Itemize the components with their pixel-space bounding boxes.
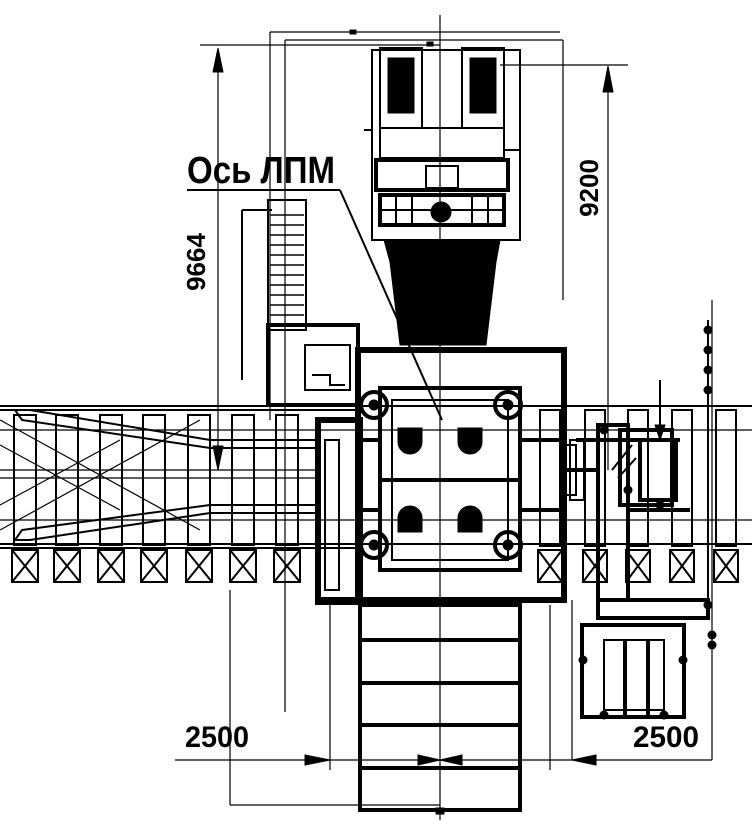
roller-supports-right xyxy=(537,409,739,583)
dimension-2500-left-label: 2500 xyxy=(185,721,249,754)
dimension-9200: 9200 xyxy=(574,65,614,470)
top-dimension-frame xyxy=(200,29,628,66)
main-stand xyxy=(315,347,585,605)
dimension-9664: 9664 xyxy=(181,47,224,471)
roller-supports-left xyxy=(11,414,301,583)
axis-label: Ось ЛПМ xyxy=(187,150,335,192)
dimension-2500-right: 2500 xyxy=(550,721,712,766)
exit-table xyxy=(358,603,522,815)
axis-label-group: Ось ЛПМ xyxy=(187,150,443,421)
drive-motors xyxy=(364,47,521,241)
dimension-9200-label: 9200 xyxy=(574,159,604,217)
dimension-2500-right-label: 2500 xyxy=(633,721,699,754)
centerlines xyxy=(229,15,713,820)
dimension-9664-label: 9664 xyxy=(181,233,211,291)
shaft-funnel xyxy=(383,239,501,346)
dimension-2500-left: 2500 xyxy=(175,721,550,806)
right-transfer-mechanism xyxy=(560,320,717,720)
left-stacker xyxy=(241,199,360,407)
